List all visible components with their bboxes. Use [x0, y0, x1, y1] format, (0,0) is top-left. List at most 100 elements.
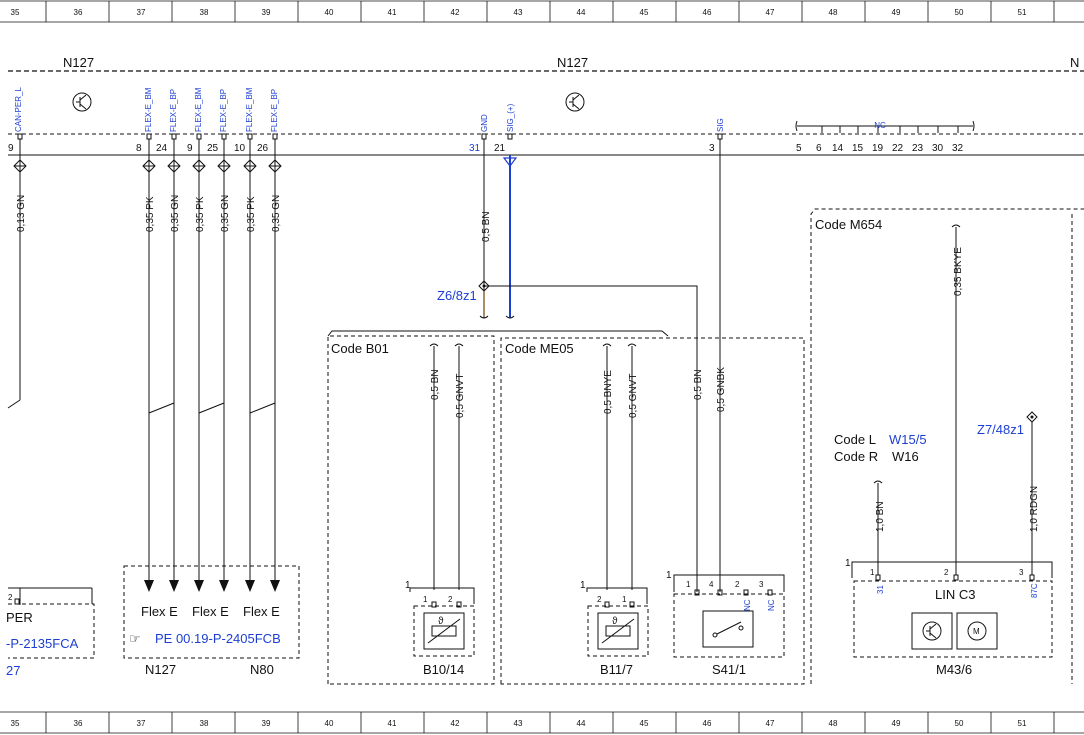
- ruler-col: 35: [11, 719, 20, 728]
- pin-name: GND: [480, 114, 489, 132]
- pin-number: 14: [832, 143, 844, 154]
- code-label: Code ME05: [505, 341, 574, 356]
- pin-number: 31: [469, 143, 481, 154]
- per-reference-link: -P-2135FCA: [6, 636, 79, 651]
- code-m654-box: Code M654 0,35 BKYE Code L W15/5 Code R …: [810, 208, 1084, 684]
- sensor-b11-7: 1 2 1 ϑ B11/7: [580, 580, 649, 677]
- ruler-col: 37: [137, 8, 146, 17]
- svg-text:31: 31: [876, 585, 885, 594]
- wire-group-flex: [7, 139, 280, 605]
- wire-label: 0,35 PK: [246, 196, 257, 232]
- svg-text:W16: W16: [892, 449, 919, 464]
- wire-labels-top: 0,13 GN 0,35 PK 0,35 GN 0,35 PK 0,35 GN …: [16, 195, 492, 242]
- pin-name: FLEX-E_BM: [194, 87, 203, 132]
- ruler-col: 36: [74, 719, 83, 728]
- module-label-left: N127: [63, 55, 94, 70]
- ruler-col: 42: [451, 8, 460, 17]
- pin-number: 22: [892, 143, 904, 154]
- wire-label: 0,5 GNVT: [455, 374, 466, 418]
- module-label-center: N127: [557, 55, 588, 70]
- svg-text:Code R: Code R: [834, 449, 878, 464]
- ruler-col: 48: [829, 8, 838, 17]
- svg-text:Code L: Code L: [834, 432, 876, 447]
- svg-text:1: 1: [580, 580, 586, 591]
- pin-number: 32: [952, 143, 964, 154]
- svg-text:1: 1: [845, 558, 851, 569]
- flex-e-box: Flex E Flex E Flex E ☞ PE 00.19-P-2405FC…: [123, 565, 300, 677]
- code-label: Code M654: [815, 217, 882, 232]
- pin-stubs: [17, 133, 723, 140]
- pin-name: SIG: [716, 118, 725, 132]
- wire-label: 0,35 GN: [220, 195, 231, 232]
- nc-label: NC: [874, 121, 886, 130]
- wire-label: 0,13 GN: [16, 195, 27, 232]
- ruler-col: 40: [325, 8, 334, 17]
- pin-name: FLEX-E_BP: [270, 89, 279, 132]
- wire-label: 0,5 GNVT: [628, 374, 639, 418]
- wire-label: 1,0 BN: [875, 501, 886, 532]
- ruler-col: 43: [514, 719, 523, 728]
- svg-text:3: 3: [1019, 568, 1024, 577]
- pin-name: SIG_(+): [506, 103, 515, 132]
- ruler-col: 45: [640, 8, 649, 17]
- pin-numbers: 9 8 24 9 25 10 26 31 21 3 5 6 14 15 19 2…: [8, 143, 964, 154]
- ruler-col: 49: [892, 719, 901, 728]
- wire-label: 1,0 RDGN: [1029, 486, 1040, 532]
- component-label: B11/7: [600, 662, 633, 677]
- splice-label: Z6/8z1: [437, 288, 477, 303]
- svg-text:3: 3: [759, 580, 764, 589]
- code-b01-box: Code B01 0,5 BN 0,5 GNVT 1 1 2 ϑ B10/14: [327, 330, 669, 685]
- wire-label: 0,35 PK: [195, 196, 206, 232]
- ruler-col: 42: [451, 719, 460, 728]
- svg-text:87C: 87C: [1030, 583, 1039, 598]
- svg-text:1: 1: [666, 570, 672, 581]
- module-label-right: N: [1070, 55, 1079, 70]
- transistor-icon: [565, 92, 585, 112]
- ruler-col: 50: [955, 719, 964, 728]
- svg-text:2: 2: [448, 595, 453, 604]
- ruler-col: 44: [577, 719, 586, 728]
- pump-m43-6: 1 1 2 3 31 87C LIN C3 M M43/6: [845, 558, 1053, 677]
- ruler-col: 49: [892, 8, 901, 17]
- pin-number: 8: [136, 143, 142, 154]
- pin-name: FLEX-E_BM: [144, 87, 153, 132]
- transistor-icon: [922, 621, 942, 641]
- ruler-col: 35: [11, 8, 20, 17]
- svg-text:2: 2: [8, 593, 13, 602]
- transistor-icon: [72, 92, 92, 112]
- ruler-col: 46: [703, 8, 712, 17]
- splice-z6: Z6/8z1: [437, 280, 698, 530]
- wire-label: 0,5 GNBK: [716, 367, 727, 412]
- svg-text:1: 1: [870, 568, 875, 577]
- ruler-col: 38: [200, 719, 209, 728]
- wire-label: 0,5 BN: [693, 369, 704, 400]
- pin-names: CAN-PER_L FLEX-E_BM FLEX-E_BP FLEX-E_BM …: [14, 87, 725, 132]
- flex-label: Flex E: [141, 604, 178, 619]
- flex-reference-link: PE 00.19-P-2405FCB: [155, 631, 281, 646]
- flex-label: Flex E: [243, 604, 280, 619]
- code-label: Code B01: [331, 341, 389, 356]
- wire-label: 0,35 GN: [271, 195, 282, 232]
- pin-number: 23: [912, 143, 924, 154]
- svg-text:2: 2: [597, 595, 602, 604]
- wire-label: 0,5 BNYE: [603, 370, 614, 414]
- svg-text:2: 2: [944, 568, 949, 577]
- ruler-col: 36: [74, 8, 83, 17]
- ruler-col: 46: [703, 719, 712, 728]
- pin-markers: [13, 159, 282, 173]
- pin-number: 26: [257, 143, 269, 154]
- theta-icon: ϑ: [612, 616, 618, 627]
- pin-name: FLEX-E_BM: [245, 87, 254, 132]
- pin-name: CAN-PER_L: [14, 87, 23, 132]
- bottom-ruler: 35 36 37 38 39 40 41 42 43 44 45 46 47 4…: [0, 711, 1084, 734]
- svg-text:27: 27: [6, 663, 20, 678]
- lin-label: LIN C3: [935, 587, 975, 602]
- component-label: M43/6: [936, 662, 972, 677]
- pin-name: FLEX-E_BP: [219, 89, 228, 132]
- ruler-col: 50: [955, 8, 964, 17]
- component-label: B10/14: [423, 662, 464, 677]
- wire-label: 0,35 BKYE: [953, 247, 964, 296]
- ruler-col: 51: [1018, 719, 1027, 728]
- pin-number: 21: [494, 143, 506, 154]
